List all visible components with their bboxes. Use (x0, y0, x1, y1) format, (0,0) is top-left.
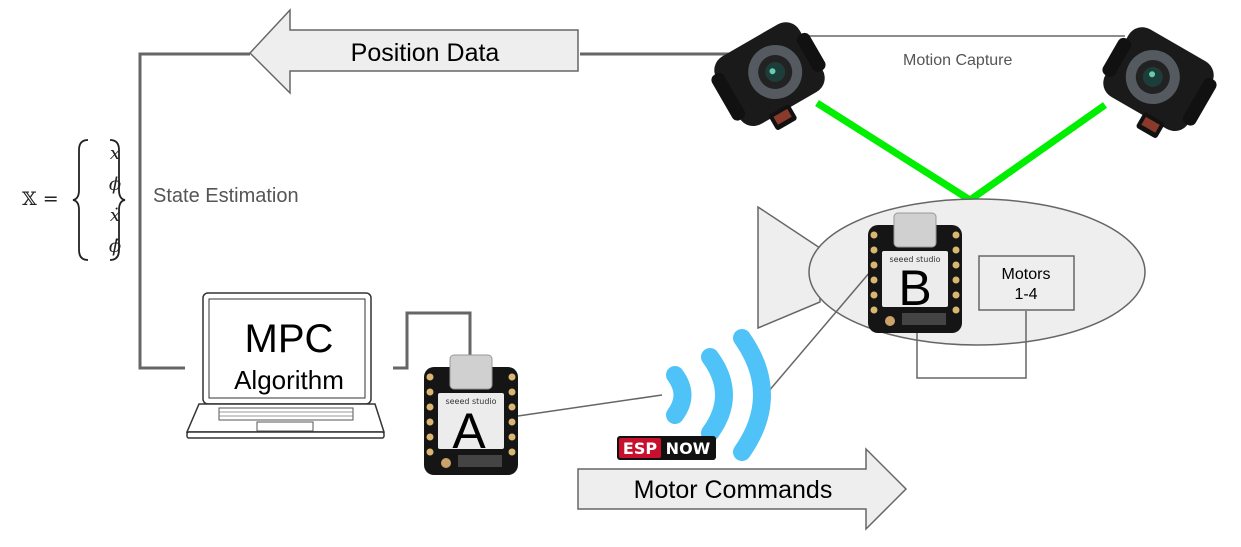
tracking-lines (815, 100, 1108, 205)
state-vector-braces (72, 139, 126, 261)
camera-left (711, 22, 826, 130)
state-component: ẋ (109, 205, 121, 226)
board-a-label: A (452, 403, 486, 459)
wireless-signal-icon (666, 329, 771, 461)
esp-label: ESP (623, 439, 657, 458)
board-b-label: B (898, 260, 931, 316)
now-label: NOW (666, 439, 711, 458)
board-a: seeed studio A (424, 354, 518, 475)
blimp-tail (757, 205, 821, 330)
state-vector-components: x ϕ ẋ ϕ̇ (100, 138, 130, 262)
motion-capture-label: Motion Capture (903, 52, 1013, 69)
board-a-brand: seeed studio (445, 397, 496, 406)
motors-label-line2: 1-4 (1014, 286, 1037, 303)
laptop: MPC Algorithm (185, 292, 386, 439)
motors-label-line1: Motors (1002, 266, 1051, 283)
position-data-arrow: Position Data (248, 8, 579, 95)
state-estimation-label: State Estimation (153, 185, 299, 207)
feedback-loop-line (138, 52, 730, 370)
state-component: ϕ (108, 174, 122, 195)
blimp-body (808, 198, 1146, 346)
state-vector-symbol: 𝕏 = (22, 188, 59, 210)
board-b: seeed studio B (868, 212, 962, 333)
wireless-link-b (767, 271, 871, 393)
motor-commands-arrow: Motor Commands (577, 447, 908, 531)
laptop-to-board-a-line (393, 311, 472, 370)
state-component: ϕ̇ (108, 236, 122, 257)
wireless-link-a (517, 394, 663, 417)
motor-commands-label: Motor Commands (634, 476, 833, 504)
motors-box: Motors 1-4 (978, 255, 1075, 311)
esp-now-badge: ESP NOW (617, 436, 716, 460)
state-vector-equation: 𝕏 = x ϕ ẋ ϕ̇ (22, 136, 132, 266)
board-b-brand: seeed studio (889, 255, 940, 264)
laptop-label-algorithm: Algorithm (234, 365, 344, 395)
motor-wiring (916, 311, 1027, 379)
camera-right (1102, 27, 1217, 138)
state-component: x (109, 143, 121, 164)
position-data-label: Position Data (351, 39, 500, 67)
laptop-label-mpc: MPC (245, 317, 334, 361)
